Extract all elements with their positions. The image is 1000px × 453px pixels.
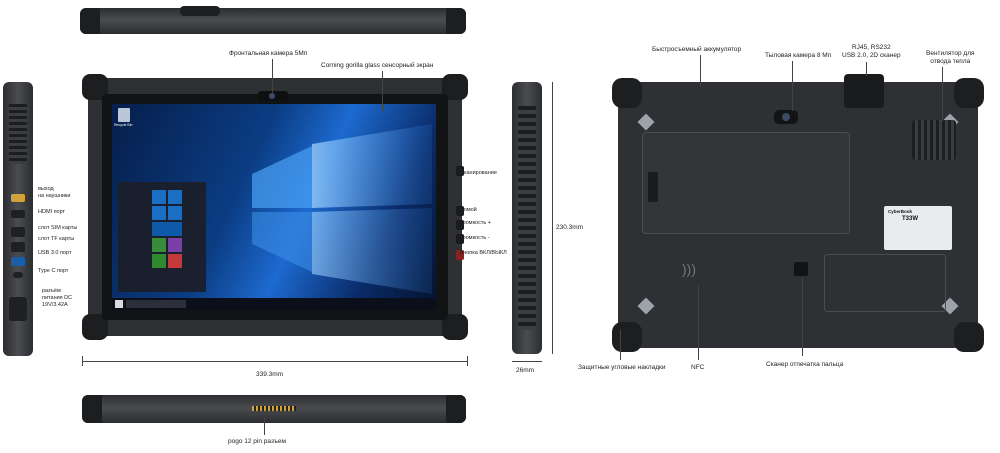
label-rear-camera: Тыловая камера 8 Мп bbox=[765, 52, 832, 59]
start-tile-8[interactable] bbox=[152, 254, 166, 268]
start-tile-4[interactable] bbox=[168, 206, 182, 220]
accessory-plate bbox=[824, 254, 946, 312]
label-power: Кнопка ВКЛ/ВЫКЛ bbox=[460, 250, 507, 256]
right-side-ribs bbox=[518, 106, 536, 330]
start-tile-2[interactable] bbox=[168, 190, 182, 204]
bottom-bumper-left bbox=[82, 395, 102, 423]
rj45-port-module[interactable] bbox=[844, 74, 884, 108]
top-bumper-left bbox=[80, 8, 100, 34]
label-nfc: NFC bbox=[691, 364, 705, 371]
label-typec: Type C порт bbox=[38, 268, 69, 274]
windows-screen: Recycle Bin bbox=[112, 104, 436, 310]
label-corner-pads: Защитные угловые накладки bbox=[578, 364, 666, 371]
label-scan: Сканирование bbox=[460, 170, 497, 176]
home-button[interactable] bbox=[456, 206, 464, 216]
width-dimension-line bbox=[82, 361, 468, 362]
volume-down-button[interactable] bbox=[456, 234, 464, 244]
label-gorilla-glass: Corning gorilla glass сенсорный экран bbox=[321, 62, 434, 69]
rear-camera bbox=[774, 110, 798, 124]
taskbar bbox=[112, 298, 436, 310]
label-front-camera: Фронтальная камера 5Мп bbox=[229, 50, 308, 57]
tablet-back-view: CyberBook T33W ))) bbox=[612, 74, 984, 352]
label-battery: Быстросъемный аккумулятор bbox=[652, 46, 742, 53]
taskbar-search[interactable] bbox=[126, 300, 186, 308]
start-tile-9[interactable] bbox=[168, 254, 182, 268]
battery-latch[interactable] bbox=[648, 172, 658, 202]
side-ribs bbox=[9, 104, 27, 164]
label-depth: 26mm bbox=[516, 367, 535, 374]
recycle-bin-icon[interactable] bbox=[118, 108, 130, 122]
start-tile-3[interactable] bbox=[152, 206, 166, 220]
label-usb3: USB 3.0 порт bbox=[38, 250, 72, 256]
battery-compartment bbox=[642, 132, 850, 234]
label-volume-up: Громкость + bbox=[460, 220, 491, 226]
label-fan: Вентилятор для отвода тепла bbox=[926, 50, 975, 65]
label-dc: разъём питания DC 19V/3.42A bbox=[42, 288, 73, 308]
typec-port bbox=[13, 272, 23, 278]
label-home: Домой bbox=[460, 207, 477, 213]
label-fingerprint: Сканер отпечатка пальца bbox=[766, 361, 844, 368]
power-button[interactable] bbox=[456, 250, 464, 260]
product-sticker: CyberBook T33W bbox=[884, 206, 952, 250]
tablet-bottom-edge-view bbox=[82, 395, 466, 423]
pogo-pins bbox=[252, 406, 296, 411]
label-rj45: RJ45, RS232 USB 2.0, 2D сканер bbox=[842, 44, 901, 59]
depth-dimension-line bbox=[512, 361, 542, 362]
nfc-icon: ))) bbox=[682, 261, 696, 277]
recycle-bin-label: Recycle Bin bbox=[114, 123, 133, 127]
back-bumper-br bbox=[954, 322, 984, 352]
back-bumper-tl bbox=[612, 78, 642, 108]
back-bumper-bl bbox=[612, 322, 642, 352]
start-tile-5[interactable] bbox=[152, 222, 182, 236]
label-headphone: выход на наушники bbox=[38, 186, 71, 199]
label-width: 339.3mm bbox=[256, 371, 284, 378]
usb3-port bbox=[11, 257, 25, 266]
sticker-model: T33W bbox=[902, 216, 919, 222]
top-bumper-right bbox=[446, 8, 466, 34]
start-tile-6[interactable] bbox=[152, 238, 166, 252]
tablet-left-side-view bbox=[3, 82, 33, 356]
start-tile-7[interactable] bbox=[168, 238, 182, 252]
label-hdmi: HDMI порт bbox=[38, 209, 66, 215]
label-height: 230.3mm bbox=[556, 224, 584, 231]
windows-light-logo bbox=[252, 124, 432, 294]
dc-port bbox=[9, 297, 27, 321]
tablet-top-edge-view bbox=[80, 6, 466, 34]
height-dimension-line bbox=[552, 82, 553, 354]
tablet-front-view: Recycle Bin bbox=[82, 74, 468, 340]
corner-pad-bl bbox=[637, 297, 655, 315]
bottom-bumper-right bbox=[446, 395, 466, 423]
corner-pad-tl bbox=[637, 113, 655, 131]
front-camera bbox=[258, 91, 288, 101]
fan-grille bbox=[912, 120, 956, 160]
sticker-brand: CyberBook bbox=[888, 209, 913, 214]
start-tile-1[interactable] bbox=[152, 190, 166, 204]
back-bumper-tr bbox=[954, 78, 984, 108]
label-pogo: pogo 12 pin разъем bbox=[228, 438, 286, 445]
top-handle bbox=[180, 6, 220, 16]
label-volume-down: Громкость - bbox=[460, 235, 490, 241]
hdmi-port bbox=[11, 210, 25, 218]
volume-up-button[interactable] bbox=[456, 220, 464, 230]
label-tf: слот TF карты bbox=[38, 236, 75, 242]
fingerprint-sensor[interactable] bbox=[794, 262, 808, 276]
start-button-icon[interactable] bbox=[115, 300, 123, 308]
headphone-port bbox=[11, 194, 25, 202]
sim-slot bbox=[11, 227, 25, 237]
scan-button[interactable] bbox=[456, 166, 464, 176]
tf-slot bbox=[11, 242, 25, 252]
label-sim: слот SIM карты bbox=[38, 225, 78, 231]
tablet-right-side-view bbox=[512, 82, 542, 354]
